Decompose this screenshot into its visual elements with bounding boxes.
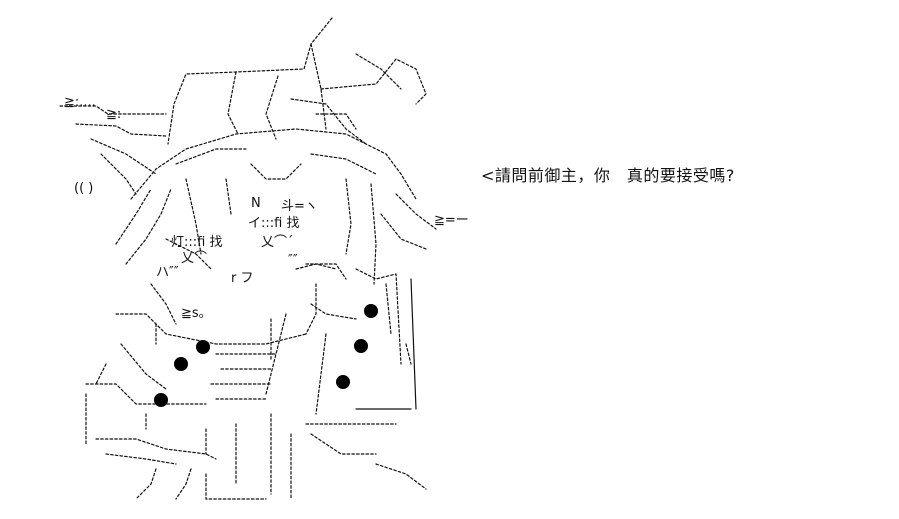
quotes-left: ハ″″: [156, 265, 179, 280]
dress-buttons: [154, 304, 378, 407]
right-cross: 乂⌒´: [261, 235, 294, 250]
mouth-text: ≧s。: [181, 306, 212, 321]
ribbon: ≧:.... ≧: (( ): [59, 95, 167, 196]
side-mark: ≧=ー: [434, 213, 469, 228]
button-dot: [196, 340, 210, 354]
n-mark: N: [251, 196, 261, 211]
tail-mark-2: ≧:: [106, 107, 121, 122]
right-cheek-text: イ:::fi 找: [248, 216, 299, 231]
tail-mark: ≧:....: [64, 95, 96, 110]
quotes-right: ″″: [288, 253, 298, 268]
nose-text: r フ: [231, 271, 253, 286]
button-dot: [154, 393, 168, 407]
right-eye-text: 斗=ヽ: [281, 199, 318, 214]
button-dot: [354, 339, 368, 353]
dialogue-line: <請問前御主，你 真的要接受嗎?: [481, 166, 735, 185]
dress: [85, 263, 427, 500]
button-dot: [336, 375, 350, 389]
left-cheek-text: 灯:::fi 找: [171, 235, 222, 250]
face: N 斗=ヽ イ:::fi 找 灯:::fi 找 乂⌒ 乂⌒´ ハ″″ ″″ r …: [150, 196, 357, 325]
hair: ≧=ー: [115, 128, 469, 285]
button-dot: [174, 357, 188, 371]
ascii-art-character: ≧:.... ≧: (( ) ≧=ー N 斗=ヽ イ:::fi 找 灯:::fi…: [59, 17, 469, 500]
hat: [167, 17, 427, 145]
left-cross: 乂⌒: [181, 251, 207, 266]
bracket-mark: (( ): [74, 181, 93, 196]
button-dot: [364, 304, 378, 318]
